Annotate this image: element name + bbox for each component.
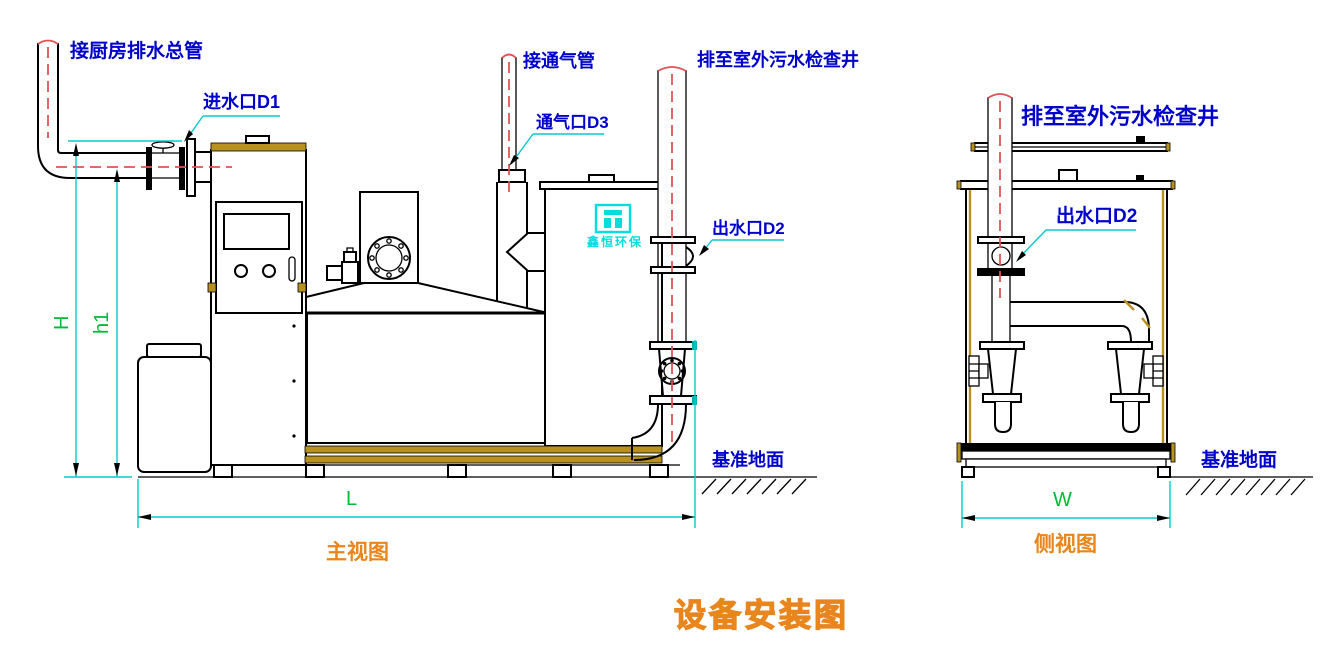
vent-port-d3-label: 通气口D3 [536, 113, 609, 132]
control-button [234, 264, 248, 278]
inlet-d1-label: 进水口D1 [203, 92, 281, 112]
control-cabinet-tank [207, 135, 307, 466]
door-handle [288, 256, 296, 282]
outlet-d2-main-label: 出水口D2 [712, 219, 785, 238]
dimension-W: W [961, 481, 1171, 528]
outlet-pipe-assembly [631, 66, 697, 461]
leaders-main [184, 115, 784, 256]
discharge-well-main-label: 排至室外污水检查井 [697, 50, 859, 70]
control-screen [223, 213, 290, 250]
side-pump-left [968, 341, 1025, 434]
base-skid-main [211, 445, 680, 478]
brand-logo-text: 鑫恒环保 [586, 235, 643, 249]
side-pump-right [1107, 341, 1164, 434]
brand-logo-icon [594, 203, 632, 234]
side-internal-piping [1010, 299, 1151, 343]
centerlines-main [47, 47, 673, 448]
front-view-caption: 主视图 [326, 541, 389, 564]
separator-body [305, 282, 549, 444]
dim-W: W [1053, 489, 1072, 511]
outlet-d2-side-label: 出水口D2 [1056, 206, 1138, 227]
discharge-well-side-label: 排至室外污水检查井 [1021, 104, 1220, 129]
dim-L: L [346, 488, 357, 510]
vent-pipe-label: 接通气管 [523, 51, 595, 71]
sight-glass [991, 246, 1011, 266]
riser-column [326, 191, 419, 284]
control-button [262, 264, 276, 278]
ground-line-side [1167, 476, 1313, 496]
side-valve [326, 247, 360, 284]
ground-side-label: 基准地面 [1201, 450, 1278, 471]
ground-main-label: 基准地面 [712, 450, 784, 470]
side-view: W [956, 93, 1313, 528]
side-view-caption: 侧视图 [1034, 533, 1097, 556]
kitchen-drain-pipe [37, 39, 147, 179]
waste-oil-barrel [137, 343, 212, 473]
outlet-tank [539, 174, 668, 447]
dimension-H-h1: H h1 [51, 140, 182, 478]
leader-outlet-side [1016, 229, 1136, 262]
front-view: H h1 L [37, 39, 817, 528]
dimension-L: L [137, 340, 696, 528]
flange-bolts [369, 238, 409, 278]
cabinet-door [215, 201, 303, 314]
ground-line-main [138, 476, 817, 495]
dim-H: H [51, 316, 73, 330]
pump-bolts [659, 358, 685, 384]
outlet-nozzle [685, 246, 694, 267]
lid-handle [1058, 169, 1078, 182]
dim-h1: h1 [91, 312, 113, 334]
vent-column [496, 53, 548, 308]
kitchen-drain-label: 接厨房排水总管 [70, 41, 204, 62]
drawing-title: 设备安装图 [673, 596, 850, 633]
side-base-frame [956, 442, 1176, 478]
